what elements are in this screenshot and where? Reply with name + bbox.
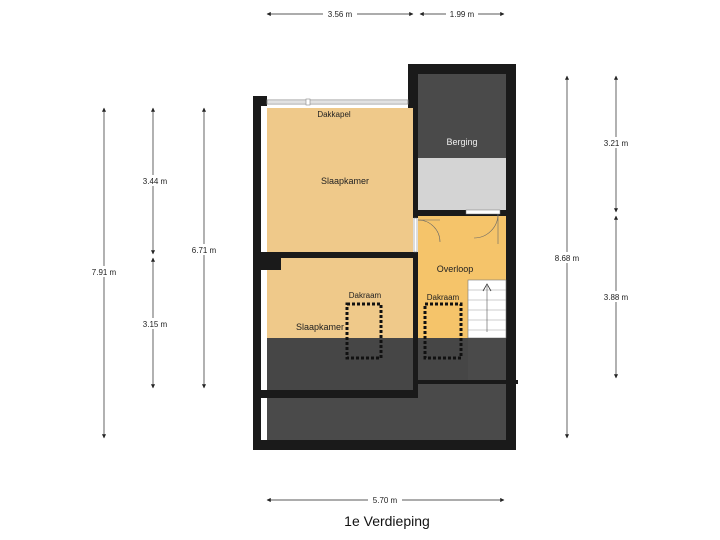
berging-light-area [418, 158, 506, 210]
dakraam-2-frame [423, 302, 463, 360]
wall-berging-bottom [418, 210, 506, 216]
dim-top-right: 1.99 m [450, 10, 475, 19]
slaapkamer-2-area [267, 258, 413, 338]
stair-arrow-icon [482, 283, 492, 292]
dakraam-1-frame [345, 302, 383, 360]
outer-wall-top-left [253, 96, 267, 106]
label-dakkapel: Dakkapel [317, 110, 351, 119]
label-slaapkamer-1: Slaapkamer [321, 176, 369, 186]
dim-right-total: 8.68 m [555, 254, 580, 263]
outer-wall [253, 96, 261, 450]
label-slaapkamer-2: Slaapkamer [296, 322, 344, 332]
wall-vertical-mid [413, 108, 418, 218]
dim-right-lower: 3.88 m [604, 293, 629, 302]
outer-wall-bottom [253, 440, 516, 450]
outer-wall-top-right [408, 64, 516, 74]
dim-left-lower: 3.15 m [143, 320, 168, 329]
wall-slaapkamer-divider [261, 252, 418, 258]
outer-wall-step [408, 64, 418, 108]
outer-wall-right [506, 64, 516, 450]
label-dakraam-2: Dakraam [427, 293, 460, 302]
label-berging: Berging [446, 137, 477, 147]
overloop-area [418, 216, 506, 280]
dim-left-upper: 3.44 m [143, 177, 168, 186]
berging-area [418, 74, 506, 158]
dim-right-upper: 3.21 m [604, 139, 629, 148]
slaapkamer-1-area [267, 108, 413, 252]
slaapkamer-2-dark [267, 338, 413, 390]
dim-left-outer: 7.91 m [92, 268, 117, 277]
attic-dark-zone-right [418, 380, 506, 398]
door-slaapkamer-1 [413, 217, 441, 253]
wall-lower-horizontal [261, 390, 418, 398]
stairs-dark [468, 338, 506, 380]
attic-dark-zone [267, 398, 506, 440]
label-dakraam-1: Dakraam [349, 291, 382, 300]
dim-left-mid: 6.71 m [192, 246, 217, 255]
dim-top-left: 3.56 m [328, 10, 353, 19]
label-overloop: Overloop [437, 264, 474, 274]
floor-title: 1e Verdieping [344, 513, 430, 529]
dim-bottom: 5.70 m [373, 496, 398, 505]
door-berging [465, 209, 501, 244]
